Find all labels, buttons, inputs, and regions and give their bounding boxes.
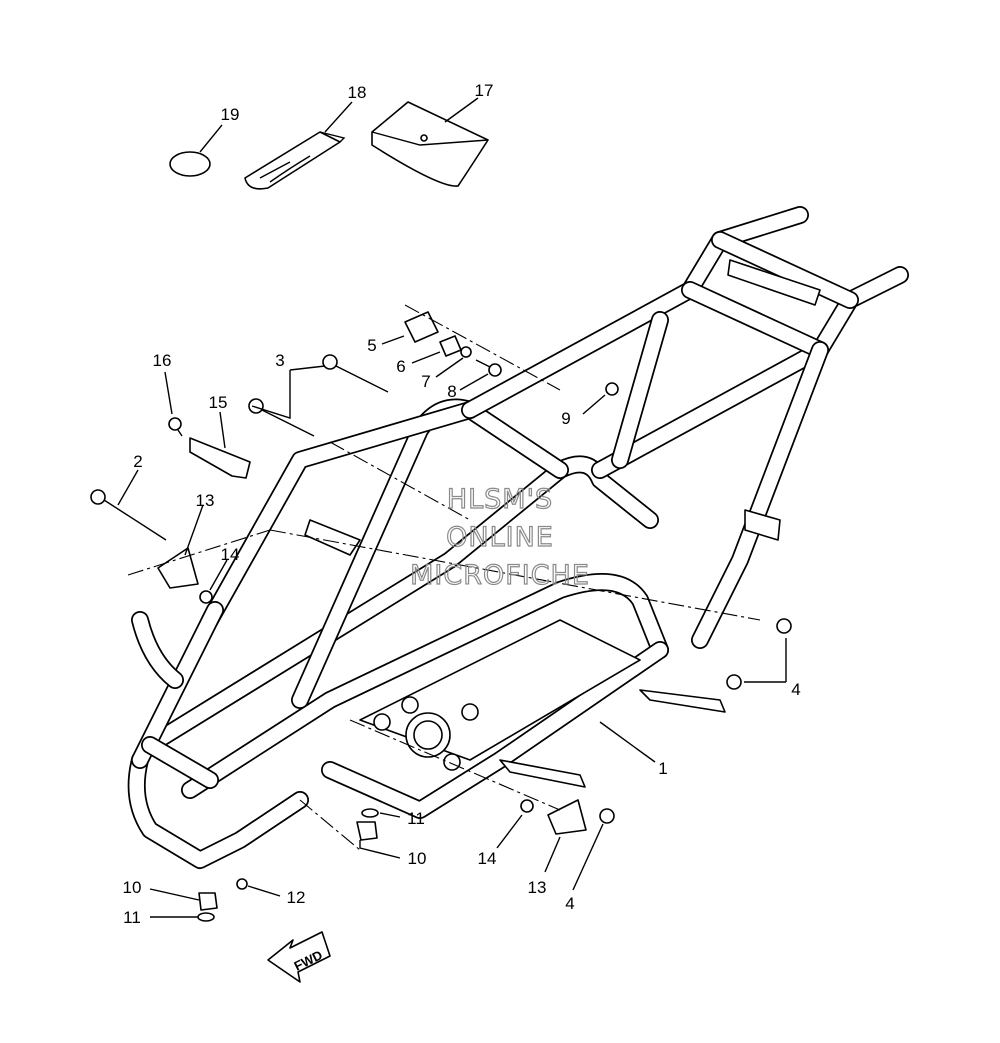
callout-11-right: 11 [407, 809, 425, 828]
callout-9: 9 [561, 409, 570, 428]
bolt-part-16[interactable] [168, 417, 183, 437]
bolt-part-14-left[interactable] [199, 590, 213, 604]
o-ring-part-11-right[interactable] [361, 808, 379, 818]
bracket-part-15[interactable] [189, 437, 251, 479]
bolt-part-8[interactable] [475, 359, 502, 377]
callout-labels: 19 18 17 5 6 7 8 9 3 16 15 2 13 14 4 1 1… [123, 81, 801, 927]
o-ring-part-11-left[interactable] [197, 912, 215, 922]
washer-part-7[interactable] [460, 346, 472, 358]
collar-part-5[interactable] [404, 311, 439, 343]
callout-10-right: 10 [408, 849, 427, 868]
callout-4-right: 4 [565, 894, 574, 913]
collar-part-6[interactable] [439, 335, 462, 357]
leader-lines [117, 97, 787, 918]
callout-12: 12 [287, 888, 306, 907]
callout-16: 16 [153, 351, 172, 370]
nut-part-9[interactable] [605, 382, 619, 396]
grommet-part-10-right[interactable] [356, 821, 378, 841]
grommet-part-10-left[interactable] [198, 892, 218, 911]
callout-14-left: 14 [221, 545, 240, 564]
watermark-line-2: ONLINE [446, 522, 554, 553]
watermark-line-1: HLSM'S [447, 484, 553, 515]
nut-part-4-lower[interactable] [726, 674, 742, 690]
callout-14-right: 14 [478, 849, 497, 868]
nut-part-4-right[interactable] [599, 808, 615, 824]
callout-17: 17 [475, 81, 494, 100]
callout-8: 8 [447, 382, 456, 401]
fwd-arrow-icon: FWD [267, 931, 331, 983]
callout-1: 1 [658, 759, 667, 778]
callout-18: 18 [348, 83, 367, 102]
bolt-part-14-right[interactable] [520, 799, 534, 813]
tool-bag-part-17[interactable] [371, 101, 489, 187]
callout-5: 5 [367, 336, 376, 355]
bolt-part-12[interactable] [236, 878, 248, 890]
strap-part-18[interactable] [244, 131, 346, 190]
callout-7: 7 [421, 372, 430, 391]
o-ring-part-19[interactable] [169, 151, 211, 177]
bolt-part-3-lower[interactable] [248, 398, 315, 437]
callout-13-left: 13 [196, 491, 215, 510]
watermark: HLSM'S ONLINE MICROFICHE [409, 483, 590, 591]
callout-15: 15 [209, 393, 228, 412]
callout-13-right: 13 [528, 878, 547, 897]
callout-19: 19 [221, 105, 240, 124]
bracket-part-13-left[interactable] [157, 547, 199, 589]
nut-part-4-upper[interactable] [776, 618, 792, 634]
callout-2: 2 [133, 452, 142, 471]
watermark-line-3: MICROFICHE [410, 560, 590, 591]
callout-6: 6 [396, 357, 405, 376]
bolt-part-2[interactable] [90, 489, 167, 541]
callout-3: 3 [275, 351, 284, 370]
callout-10-left: 10 [123, 878, 142, 897]
bolt-part-3-upper[interactable] [322, 354, 389, 393]
bracket-part-13-right[interactable] [547, 799, 587, 835]
callout-4-upper: 4 [791, 680, 800, 699]
callout-11-left: 11 [123, 908, 141, 927]
frame-part-1[interactable] [127, 206, 909, 869]
